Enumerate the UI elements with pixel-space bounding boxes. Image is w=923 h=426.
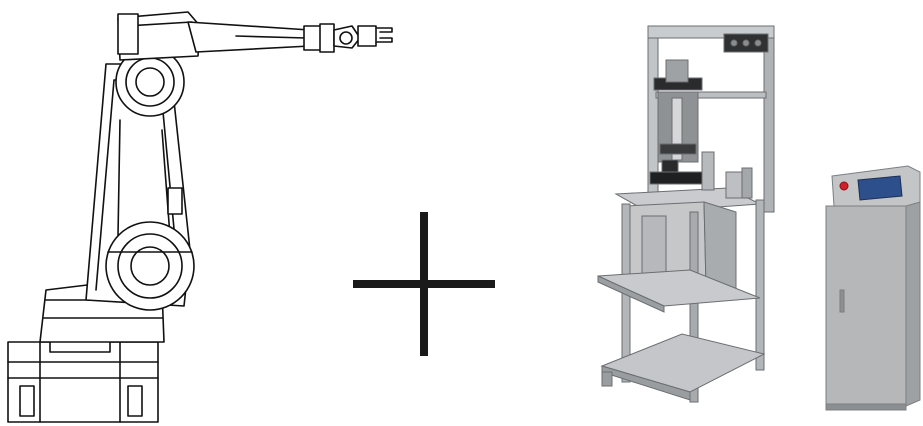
control-cabinet-illustration	[825, 165, 921, 411]
robot-arm-illustration	[7, 11, 393, 423]
plus-icon	[353, 212, 495, 356]
machine-rig-illustration	[597, 25, 775, 403]
